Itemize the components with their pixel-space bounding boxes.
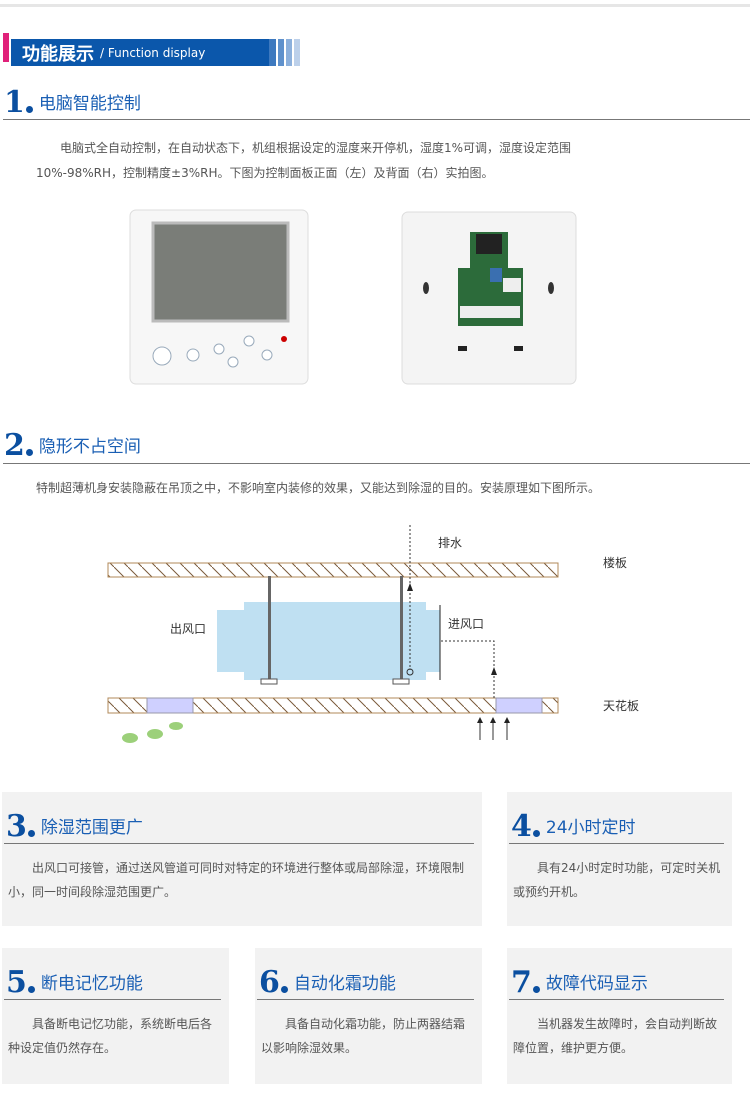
section-2-text: 特制超薄机身安装隐蔽在吊顶之中，不影响室内装修的效果，又能达到除湿的目的。安装原… <box>36 481 601 495</box>
controller-back-photo <box>401 211 577 385</box>
controller-front-photo <box>129 209 309 385</box>
label-floor-slab: 楼板 <box>603 555 627 570</box>
banner-accent <box>3 33 9 62</box>
section-banner: 功能展示 / Function display <box>11 39 269 66</box>
banner-stripes <box>269 39 300 66</box>
section-1-text: 电脑式全自动控制，在自动状态下，机组根据设定的湿度来开停机，湿度1%可调，湿度设… <box>36 141 572 180</box>
divider <box>3 119 750 120</box>
divider <box>3 463 750 464</box>
label-outlet: 出风口 <box>170 622 206 636</box>
section-2-heading: 2 隐形不占空间 <box>4 428 141 463</box>
label-inlet: 进风口 <box>448 617 484 631</box>
top-divider <box>0 4 750 7</box>
label-drain: 排水 <box>438 536 462 550</box>
section-1-heading: 1 电脑智能控制 <box>4 85 141 120</box>
label-ceiling: 天花板 <box>603 698 639 713</box>
installation-diagram: 排水 楼板 出风口 进风口 天花板 <box>107 525 639 743</box>
